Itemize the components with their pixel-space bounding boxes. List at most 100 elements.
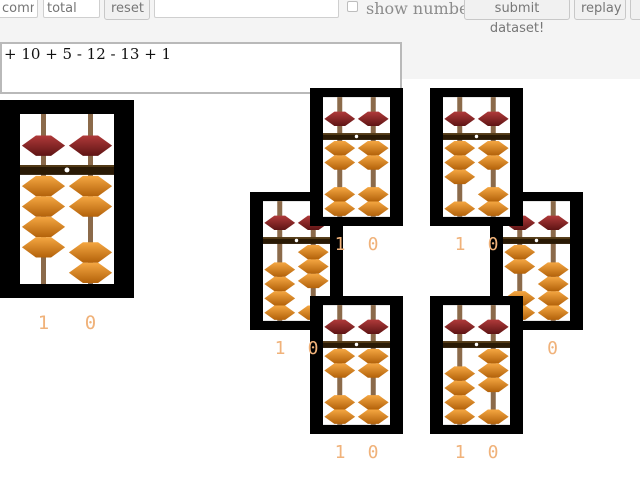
earth-bead — [357, 155, 389, 170]
replay-button[interactable]: replay — [574, 0, 626, 20]
earth-bead — [264, 305, 296, 320]
abacus-beam-dot — [294, 238, 299, 243]
show-numbers-label: show numbers — [366, 0, 485, 18]
digit: 0 — [487, 442, 499, 463]
earth-bead — [324, 140, 356, 156]
heaven-bead — [357, 111, 389, 127]
abacus-f — [430, 296, 523, 434]
earth-bead — [357, 363, 389, 378]
earth-bead — [477, 155, 509, 170]
digit: 1 — [454, 234, 466, 255]
earth-bead — [357, 348, 389, 364]
heaven-bead — [264, 215, 296, 231]
digit: 0 — [487, 234, 499, 255]
earth-bead — [68, 262, 113, 283]
earth-bead — [324, 348, 356, 364]
digit: 0 — [367, 442, 379, 463]
abacus-beam-dot — [64, 167, 70, 173]
toolbar: reset show numbers submit dataset! repla… — [0, 0, 640, 36]
abacus-beam-dot — [474, 342, 479, 347]
extra-button[interactable] — [630, 0, 640, 20]
heaven-bead — [357, 319, 389, 335]
earth-bead — [357, 140, 389, 156]
earth-bead — [324, 363, 356, 378]
earth-bead — [477, 201, 509, 216]
earth-bead — [357, 409, 389, 424]
answer-input[interactable] — [154, 0, 339, 18]
abacus-beam-dot — [354, 342, 359, 347]
show-numbers-checkbox[interactable] — [347, 1, 358, 12]
heaven-bead — [21, 135, 66, 156]
digit: 1 — [37, 312, 50, 334]
digit: 1 — [334, 442, 346, 463]
expression-text: + 10 + 5 - 12 - 13 + 1 — [4, 45, 172, 63]
abacus-svg — [430, 88, 523, 226]
earth-bead — [477, 187, 509, 202]
earth-bead — [264, 276, 296, 292]
earth-bead — [444, 155, 476, 170]
earth-bead — [357, 201, 389, 216]
earth-bead — [68, 175, 113, 197]
heaven-bead — [444, 319, 476, 335]
earth-bead — [537, 276, 569, 292]
total-input[interactable] — [43, 0, 100, 18]
earth-bead — [324, 395, 356, 410]
earth-bead — [21, 196, 66, 217]
heaven-bead — [444, 111, 476, 127]
digit: 0 — [84, 312, 97, 334]
abacus-svg — [310, 296, 403, 434]
abacus-b — [430, 88, 523, 226]
earth-bead — [537, 262, 569, 277]
reset-button[interactable]: reset — [104, 0, 150, 20]
heaven-bead — [324, 111, 356, 127]
earth-bead — [357, 395, 389, 410]
abacus-beam-dot — [534, 238, 539, 243]
abacus-a — [310, 88, 403, 226]
abacus-beam-dot — [354, 134, 359, 139]
earth-bead — [537, 305, 569, 320]
comm-input[interactable] — [0, 0, 38, 18]
earth-bead — [297, 244, 329, 260]
heaven-bead — [537, 215, 569, 231]
digit: 1 — [334, 234, 346, 255]
earth-bead — [444, 140, 476, 156]
earth-bead — [477, 348, 509, 364]
earth-bead — [477, 377, 509, 393]
earth-bead — [264, 262, 296, 277]
earth-bead — [444, 409, 476, 424]
earth-bead — [324, 155, 356, 170]
earth-bead — [477, 140, 509, 156]
earth-bead — [21, 175, 66, 197]
earth-bead — [324, 187, 356, 202]
earth-bead — [444, 201, 476, 216]
abacus-beam-dot — [474, 134, 479, 139]
earth-bead — [444, 169, 476, 185]
earth-bead — [297, 273, 329, 289]
earth-bead — [504, 244, 536, 260]
earth-bead — [444, 380, 476, 396]
earth-bead — [21, 237, 66, 258]
abacus-e — [310, 296, 403, 434]
heaven-bead — [477, 111, 509, 127]
earth-bead — [297, 259, 329, 274]
digit: 0 — [307, 338, 319, 359]
digit: 1 — [454, 442, 466, 463]
earth-bead — [504, 259, 536, 274]
heaven-bead — [68, 135, 113, 156]
earth-bead — [477, 409, 509, 424]
earth-bead — [444, 366, 476, 381]
earth-bead — [264, 291, 296, 306]
earth-bead — [324, 409, 356, 424]
abacus-svg — [310, 88, 403, 226]
abacus-rod — [457, 305, 463, 425]
submit-dataset-button[interactable]: submit dataset! — [464, 0, 570, 36]
earth-bead — [21, 216, 66, 238]
earth-bead — [324, 201, 356, 216]
abacus-rod — [550, 201, 556, 321]
